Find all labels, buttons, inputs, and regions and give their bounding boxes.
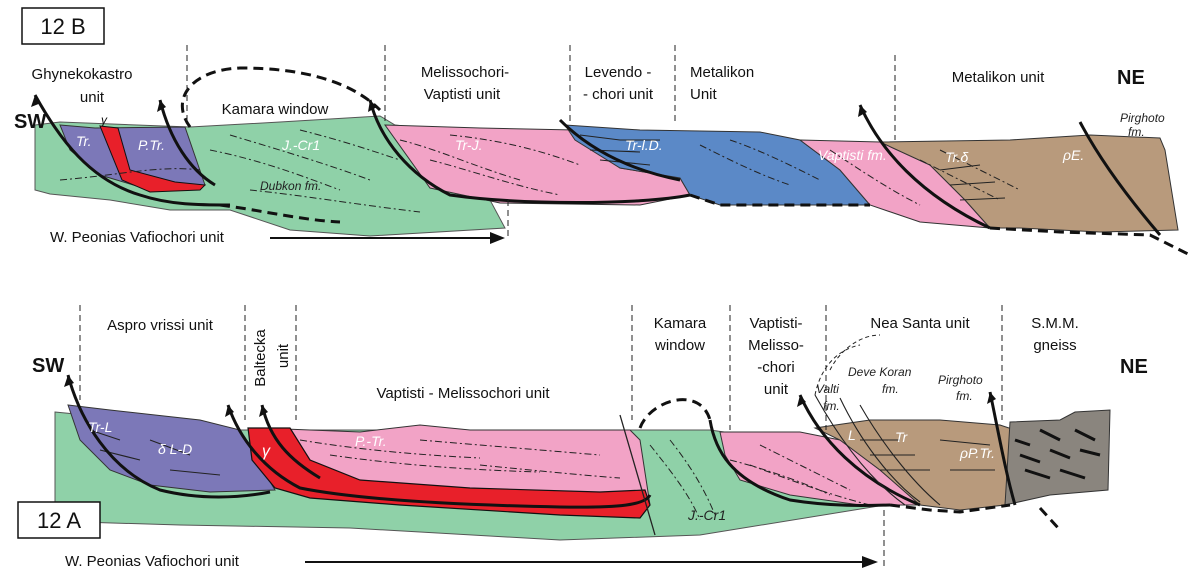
- faults-b: [31, 66, 1191, 257]
- blue-unit-b: [564, 124, 872, 206]
- lith-pirghoto-a-1: Pirghoto: [938, 373, 983, 387]
- smm-label-1: S.M.M.: [1031, 315, 1079, 332]
- boundaries-b: [186, 45, 896, 240]
- boundaries-a: [79, 305, 1003, 570]
- lith-jcr1-b: J.-Cr1: [281, 137, 320, 153]
- lith-dld: δ L-D: [158, 441, 192, 457]
- ne-label-b: NE: [1117, 67, 1145, 89]
- lith-gamma-b: γ: [101, 113, 108, 127]
- lith-trj: Tr-J.: [455, 137, 482, 153]
- panel-12b-id-box: [21, 7, 105, 45]
- sw-label-a: SW: [32, 355, 64, 377]
- metalikon-label-1: Metalikon: [690, 64, 754, 81]
- levendochori-label-2: - chori unit: [583, 86, 654, 103]
- lith-deve-koran-2: fm.: [882, 382, 899, 396]
- lith-vaptisti-fm: Vaptisti fm.: [818, 147, 887, 163]
- vm-label-4: unit: [764, 381, 789, 398]
- kamara-window-label-b: Kamara window: [222, 101, 329, 118]
- baltecka-label-2: unit: [275, 343, 292, 368]
- panel-12a-id-box: [17, 501, 101, 539]
- lith-trl: Tr-L: [88, 419, 112, 435]
- lith-valti-2: fm.: [823, 399, 840, 413]
- lith-l-a: L: [848, 427, 856, 443]
- peonias-arrowhead-b: [490, 232, 505, 244]
- ghynekokastro-unit-label: unit: [80, 89, 105, 106]
- lith-trld: Tr-l.D.: [625, 137, 663, 153]
- grey-gneiss-a: [1004, 409, 1111, 506]
- vm-label-1: Vaptisti-: [749, 315, 802, 332]
- panel-12a-id: 12 A: [37, 508, 81, 533]
- lith-rho-ptr: ρP.Tr.: [959, 445, 995, 461]
- lith-pirghoto-b-2: fm.: [1128, 125, 1145, 139]
- lith-valti-1: Valti: [816, 382, 839, 396]
- texture-a: [89, 428, 1101, 521]
- metalikon-unit-right-label: Metalikon unit: [952, 69, 1045, 86]
- lith-rho-e: ρE.: [1062, 147, 1084, 163]
- vm-label-3: -chori: [757, 359, 795, 376]
- panel-12b-id: 12 B: [40, 14, 85, 39]
- kamara-label-a-1: Kamara: [654, 315, 707, 332]
- metalikon-label-2: Unit: [690, 86, 718, 103]
- lith-tr-delta: Tr.δ: [945, 149, 969, 165]
- vaptisti-unit-label-b: Vaptisti unit: [424, 86, 501, 103]
- lith-deve-koran-1: Deve Koran: [848, 365, 912, 379]
- vaptisti-melissochori-label: Vaptisti - Melissochori unit: [376, 385, 550, 402]
- melissochori-label-b: Melissochori-: [421, 64, 509, 81]
- lith-jcr1-a: J.-Cr1: [687, 507, 726, 523]
- nea-santa-label: Nea Santa unit: [870, 315, 970, 332]
- lith-dubkon: Dubkon fm.: [260, 179, 321, 193]
- smm-label-2: gneiss: [1033, 337, 1076, 354]
- lith-pirghoto-a-2: fm.: [956, 389, 973, 403]
- levendochori-label-1: Levendo -: [585, 64, 652, 81]
- red-gamma-b: [99, 125, 207, 193]
- sw-label-b: SW: [14, 111, 46, 133]
- panel-12b: 12 B: [14, 7, 1191, 257]
- faults-a: [64, 334, 1062, 536]
- aspro-vrissi-label: Aspro vrissi unit: [107, 317, 214, 334]
- peonias-label-a: W. Peonias Vafiochori unit: [65, 553, 240, 570]
- panel-12a: SW NE Aspro vrissi unit Baltecka unit Va…: [17, 305, 1148, 570]
- lith-tr-a: Tr: [895, 429, 909, 445]
- lith-pirghoto-b-1: Pirghoto: [1120, 111, 1165, 125]
- peonias-arrowhead-a: [862, 556, 878, 568]
- ghynekokastro-label: Ghynekokastro: [32, 66, 133, 83]
- lith-tr-b: Tr.: [76, 133, 92, 149]
- kamara-label-a-2: window: [654, 337, 705, 354]
- ne-label-a: NE: [1120, 356, 1148, 378]
- vm-label-2: Melisso-: [748, 337, 804, 354]
- peonias-label-b: W. Peonias Vafiochori unit: [50, 229, 225, 246]
- baltecka-label-1: Baltecka: [252, 329, 269, 387]
- lith-ptr-b: P.Tr.: [138, 137, 165, 153]
- lith-ptr-a: P.-Tr.: [355, 433, 387, 449]
- lith-gamma-a: γ: [262, 443, 271, 460]
